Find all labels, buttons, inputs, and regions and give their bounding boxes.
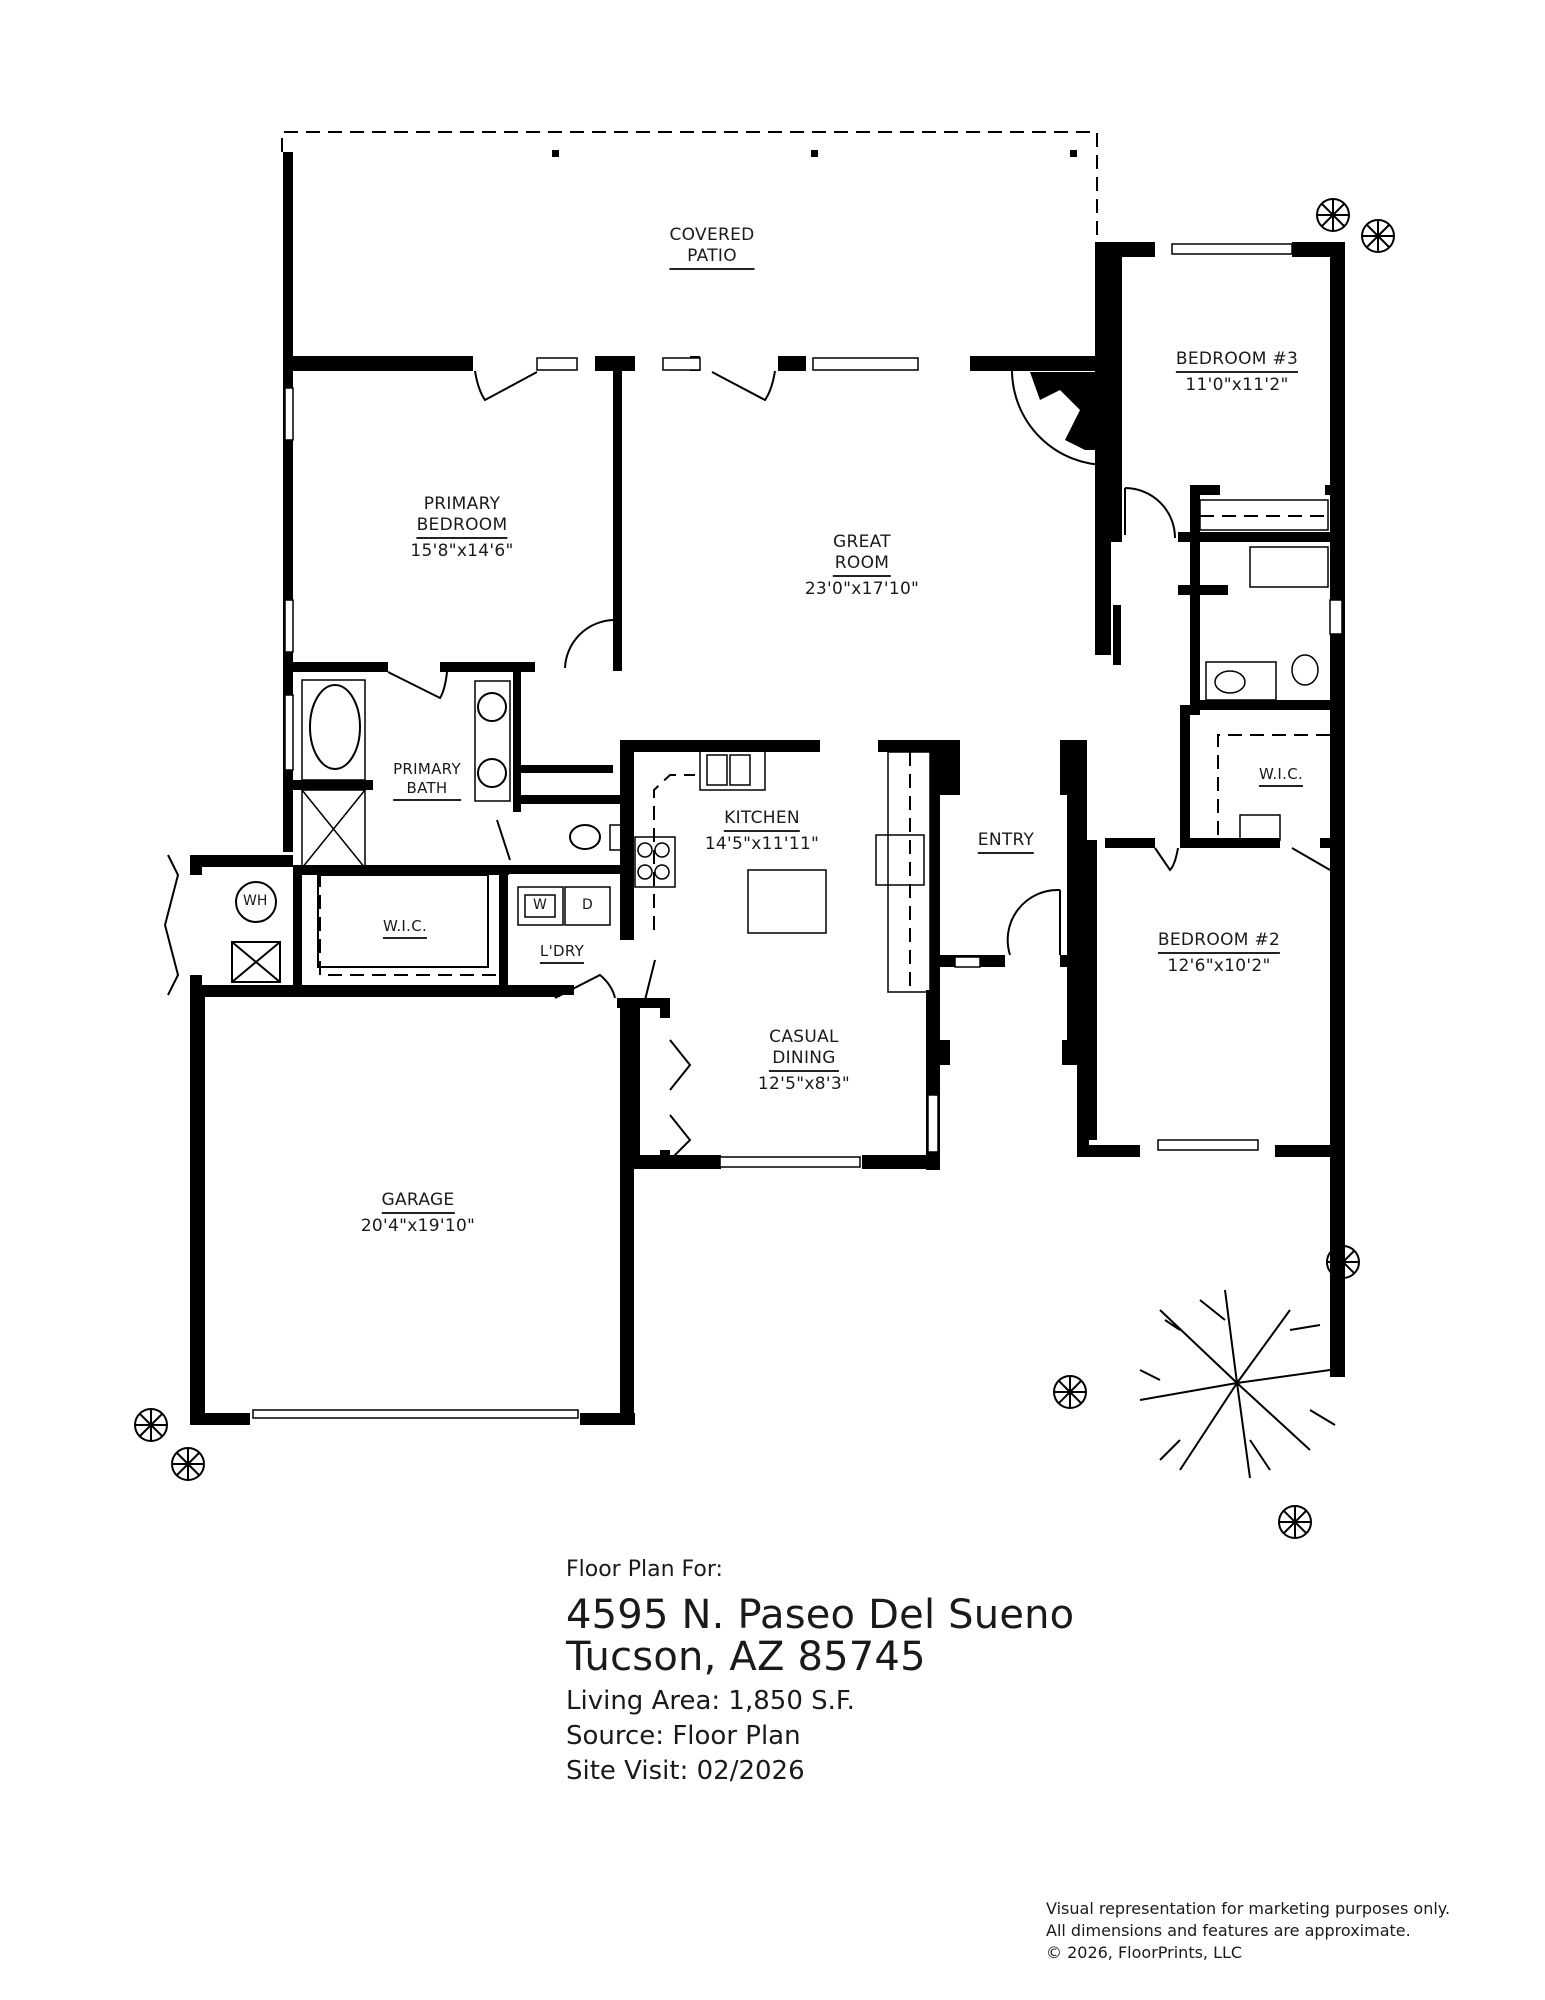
- room-wic-bedroom-2: W.I.C.: [1258, 765, 1304, 787]
- tree-icon: [1139, 1289, 1336, 1479]
- room-bedroom-3: BEDROOM #3 11'0"x11'2": [1175, 349, 1299, 395]
- water-heater-label: WH: [243, 893, 268, 909]
- disclaimer-line-1: Visual representation for marketing purp…: [1046, 1899, 1451, 1918]
- shrub-icons: [134, 198, 1395, 1539]
- disclaimer-line-2: All dimensions and features are approxim…: [1046, 1921, 1411, 1940]
- doors: [163, 370, 1331, 1161]
- room-garage: GARAGE 20'4"x19'10": [360, 1190, 476, 1236]
- fixtures: [231, 499, 1330, 993]
- room-entry: ENTRY: [977, 830, 1035, 854]
- dryer-label: D: [582, 897, 593, 913]
- windows: [252, 243, 1343, 1419]
- room-laundry: L'DRY: [539, 942, 585, 964]
- washer-label: W: [533, 897, 547, 913]
- room-wic-primary: W.I.C.: [382, 917, 428, 939]
- floor-plan-heading: Floor Plan For:: [566, 1557, 723, 1582]
- covered-patio-outline: [281, 131, 1098, 245]
- property-info: Floor Plan For: 4595 N. Paseo Del Sueno …: [566, 1556, 1074, 1789]
- room-dimensions: 12'6"x10'2": [1167, 956, 1271, 976]
- room-dimensions: 20'4"x19'10": [360, 1216, 476, 1236]
- property-meta: Living Area: 1,850 S.F. Source: Floor Pl…: [566, 1684, 1074, 1789]
- room-bedroom-2: BEDROOM #2 12'6"x10'2": [1157, 930, 1281, 976]
- copyright: © 2026, FloorPrints, LLC: [1046, 1943, 1243, 1962]
- room-kitchen: KITCHEN 14'5"x11'11": [704, 808, 820, 854]
- room-dimensions: 12'5"x8'3": [757, 1074, 851, 1094]
- address: 4595 N. Paseo Del Sueno Tucson, AZ 85745: [566, 1594, 1074, 1678]
- walls: [190, 152, 1345, 1425]
- address-line-1: 4595 N. Paseo Del Sueno: [566, 1592, 1075, 1638]
- source: Source: Floor Plan: [566, 1721, 801, 1751]
- living-area: Living Area: 1,850 S.F.: [566, 1686, 855, 1716]
- disclaimer: Visual representation for marketing purp…: [1046, 1898, 1450, 1964]
- room-dimensions: 23'0"x17'10": [804, 579, 920, 599]
- address-line-2: Tucson, AZ 85745: [566, 1634, 926, 1680]
- room-dimensions: 15'8"x14'6": [410, 541, 514, 561]
- room-dimensions: 11'0"x11'2": [1185, 375, 1289, 395]
- site-visit: Site Visit: 02/2026: [566, 1756, 805, 1786]
- room-dimensions: 14'5"x11'11": [704, 834, 820, 854]
